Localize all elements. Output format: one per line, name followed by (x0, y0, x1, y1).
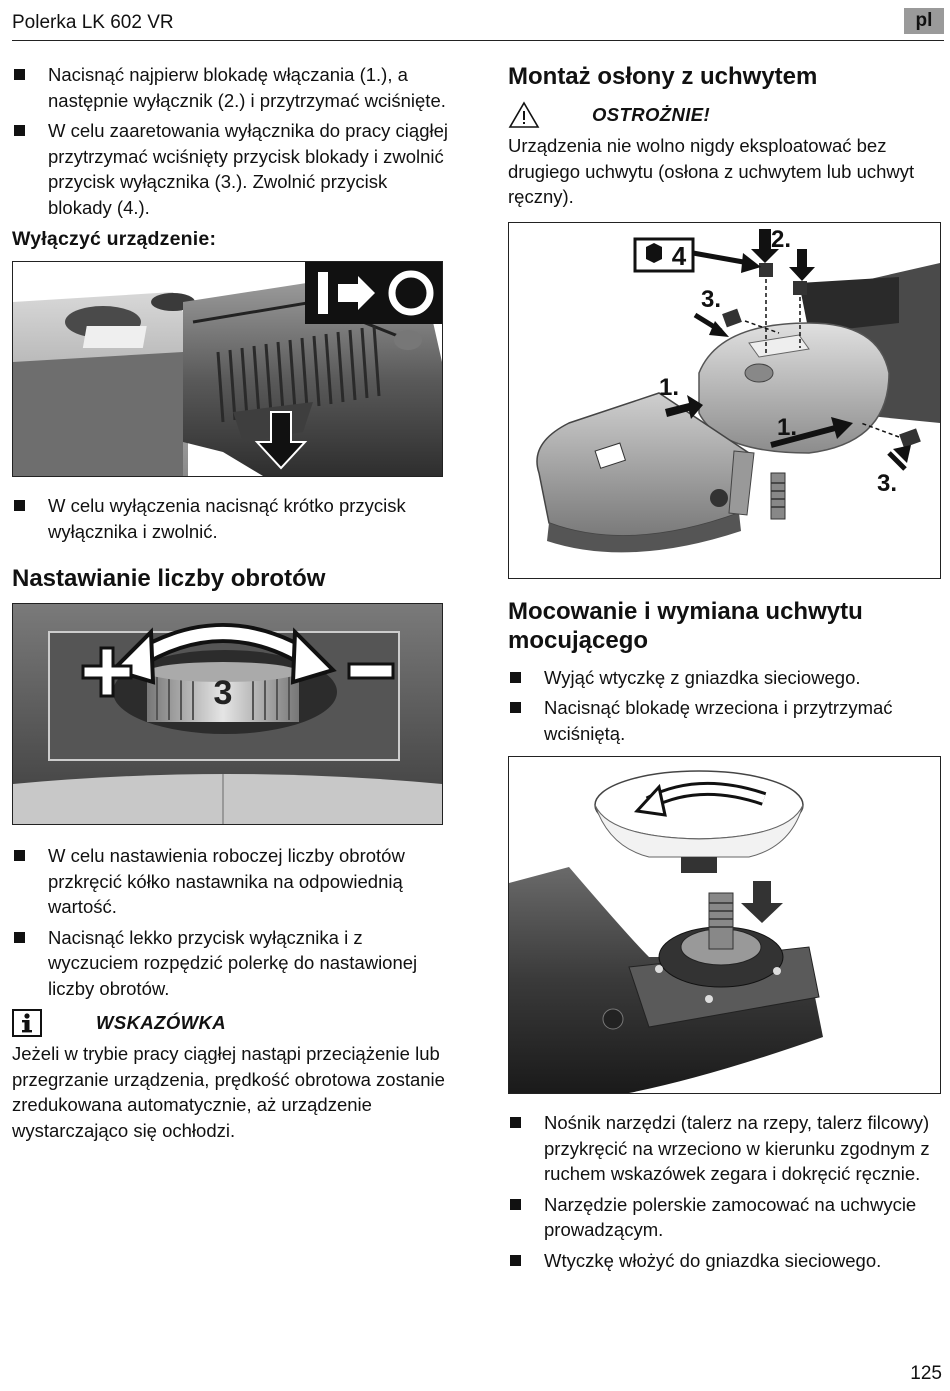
spindle-illustration (509, 757, 940, 1093)
list-item: Narzędzie polerskie zamocować na uchwyci… (508, 1192, 944, 1243)
mount-steps: Wyjąć wtyczkę z gniazdka sieciowego. Nac… (508, 665, 944, 747)
step-label: 3. (701, 286, 721, 313)
caution-note: OSTROŻNIE! (508, 101, 944, 129)
hint-label: WSKAZÓWKA (96, 1012, 226, 1033)
switch-off-heading: Wyłączyć urządzenie: (12, 228, 217, 250)
step-label: 2. (771, 226, 791, 253)
minus-icon (347, 662, 395, 680)
list-item: W celu zaaretowania wyłącznika do pracy … (12, 118, 452, 220)
speed-dial-illustration: 3 (13, 604, 442, 824)
switch-off-illustration (13, 262, 442, 476)
switch-on-steps: Nacisnąć najpierw blokadę włączania (1.)… (12, 62, 452, 220)
speed-steps: W celu nastawienia roboczej liczby obrot… (12, 843, 452, 1001)
hint-note: WSKAZÓWKA (12, 1009, 452, 1037)
speed-dial-figure: 3 (12, 603, 443, 825)
list-item: Nacisnąć lekko przycisk wyłącznika i z w… (12, 925, 452, 1002)
list-item: W celu nastawienia roboczej liczby obrot… (12, 843, 452, 920)
plus-icon (81, 646, 133, 698)
right-column: Montaż osłony z uchwytem OSTROŻNIE! Urzą… (508, 62, 944, 1278)
speed-heading: Nastawianie liczby obrotów (12, 565, 326, 592)
step-label: 1. (777, 414, 797, 441)
speed-dial-value: 3 (214, 674, 233, 712)
hex-key-size: 4 (672, 241, 687, 271)
tool-mount-steps: Nośnik narzędzi (talerz na rzepy, talerz… (508, 1110, 944, 1273)
list-item: Wyjąć wtyczkę z gniazdka sieciowego. (508, 665, 944, 691)
warning-icon (508, 101, 540, 128)
switch-off-steps: W celu wyłączenia nacisnąć krótko przyci… (12, 493, 452, 544)
hint-text: Jeżeli w trybie pracy ciągłej nastąpi pr… (12, 1043, 445, 1141)
caution-label: OSTROŻNIE! (592, 104, 711, 125)
caution-text: Urządzenia nie wolno nigdy eksploatować … (508, 135, 915, 207)
page-number: 125 (910, 1363, 942, 1384)
page-header: Polerka LK 602 VR pl (12, 8, 944, 41)
list-item: W celu wyłączenia nacisnąć krótko przyci… (12, 493, 452, 544)
guard-mount-figure: 4 2. 3. 1. 1. 3. (508, 221, 941, 579)
document-title: Polerka LK 602 VR (12, 12, 174, 33)
info-icon (12, 1009, 42, 1037)
step-label: 3. (877, 470, 897, 497)
guard-heading: Montaż osłony z uchwytem (508, 63, 818, 90)
step-label: 1. (659, 374, 679, 401)
spindle-figure (508, 756, 941, 1094)
list-item: Nośnik narzędzi (talerz na rzepy, talerz… (508, 1110, 944, 1187)
guard-mount-illustration: 4 2. 3. 1. 1. 3. (509, 222, 940, 578)
language-badge: pl (904, 8, 944, 34)
switch-off-figure (12, 261, 443, 477)
left-column: Nacisnąć najpierw blokadę włączania (1.)… (12, 62, 452, 1143)
list-item: Nacisnąć najpierw blokadę włączania (1.)… (12, 62, 452, 113)
list-item: Wtyczkę włożyć do gniazdka sieciowego. (508, 1248, 944, 1274)
mount-heading: Mocowanie i wymiana uchwytu mocującego (508, 597, 863, 654)
list-item: Nacisnąć blokadę wrzeciona i przytrzymać… (508, 695, 944, 746)
